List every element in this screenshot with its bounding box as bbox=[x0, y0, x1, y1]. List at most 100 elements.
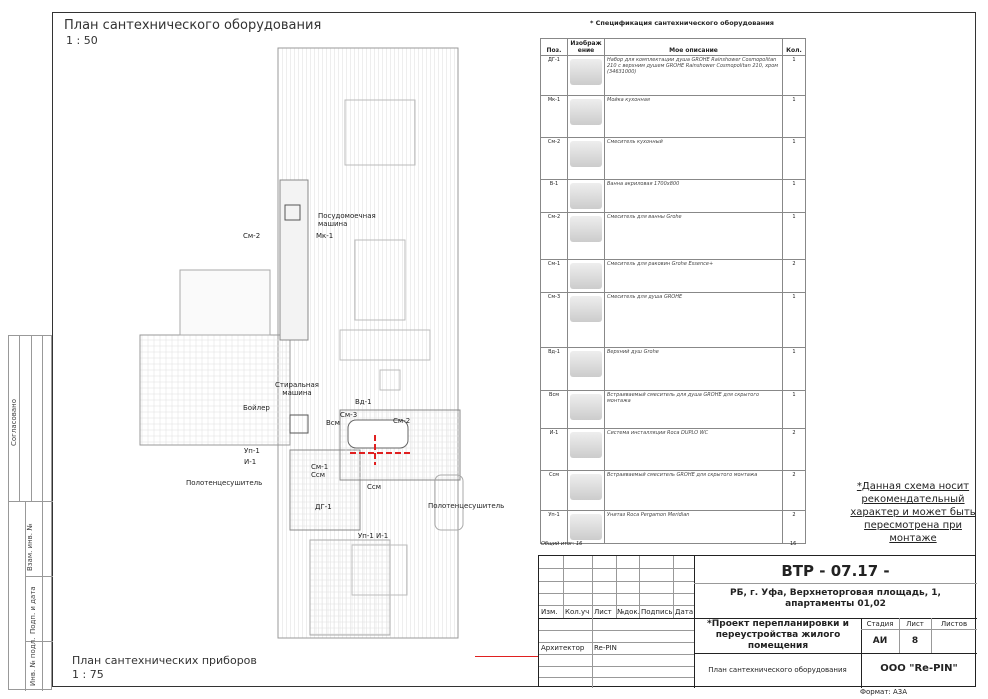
label-dg1: ДГ-1 bbox=[315, 503, 332, 511]
disclaimer-note: *Данная схема носит рекомендательный хар… bbox=[848, 480, 978, 545]
spec-pos: ДГ-1 bbox=[540, 55, 568, 96]
spec-total: 16 bbox=[790, 541, 797, 547]
col-kol: Кол.уч bbox=[565, 608, 590, 616]
col-izm: Изм. bbox=[541, 608, 558, 616]
spec-image bbox=[567, 55, 605, 96]
product-image bbox=[570, 432, 602, 458]
product-image bbox=[570, 351, 602, 377]
label-sm2a: См-2 bbox=[243, 232, 261, 240]
col-image: Изображение bbox=[567, 38, 605, 56]
drawing-frame bbox=[52, 12, 976, 687]
spec-image bbox=[567, 259, 605, 293]
spec-pos: См-3 bbox=[540, 292, 568, 348]
label-ssm2: Ссм bbox=[367, 483, 382, 491]
spec-desc: Смеситель для душа GROHE bbox=[604, 292, 783, 348]
address: РБ, г. Уфа, Верхнеторговая площадь, 1, а… bbox=[730, 588, 941, 609]
plan-scale-2: 1 : 75 bbox=[72, 668, 104, 681]
label-towel-dryer-2: Полотенцесушитель bbox=[428, 502, 505, 510]
col-list: Лист bbox=[594, 608, 612, 616]
spec-desc: Встраиваемый смеситель для душа GROHE дл… bbox=[604, 390, 783, 429]
project-name: *Проект перепланировки и переустройства … bbox=[707, 619, 849, 651]
spec-image bbox=[567, 179, 605, 213]
stage-label: Стадия bbox=[866, 620, 894, 628]
spec-image bbox=[567, 212, 605, 260]
col-ndok: №док. bbox=[617, 608, 640, 616]
product-image bbox=[570, 394, 602, 420]
spec-pos: Вд-1 bbox=[540, 347, 568, 391]
spec-desc: Верхний душ Grohe bbox=[604, 347, 783, 391]
product-image bbox=[570, 183, 602, 209]
spec-title: * Спецификация сантехнического оборудова… bbox=[590, 19, 774, 27]
label-ssm1: Ссм bbox=[311, 471, 326, 479]
spec-desc: Унитаз Roca Pergamon Meridian bbox=[604, 510, 783, 544]
spec-pos: См-2 bbox=[540, 212, 568, 260]
col-sign: Подпись bbox=[641, 608, 673, 616]
label-sm3: См-3 bbox=[340, 411, 358, 419]
spec-qty: 2 bbox=[782, 428, 806, 471]
spec-image bbox=[567, 510, 605, 544]
spec-image bbox=[567, 292, 605, 348]
spec-row: См-1 Смеситель для раковин Grohe Essence+… bbox=[540, 259, 806, 293]
label-boiler: Бойлер bbox=[243, 404, 270, 412]
spec-image bbox=[567, 137, 605, 180]
floor-plan bbox=[139, 47, 464, 639]
spec-qty: 1 bbox=[782, 179, 806, 213]
inv-podl-label: Инв. № подл. bbox=[29, 637, 37, 686]
spec-qty: 2 bbox=[782, 510, 806, 544]
plan-title-2: План сантехнических приборов bbox=[72, 654, 257, 667]
label-sm2b: См-2 bbox=[393, 417, 411, 425]
product-image bbox=[570, 474, 602, 500]
spec-image bbox=[567, 428, 605, 471]
spec-pos: Всм bbox=[540, 390, 568, 429]
spec-qty: 1 bbox=[782, 95, 806, 138]
spec-desc: Мойка кухонная bbox=[604, 95, 783, 138]
plan-title: План сантехнического оборудования bbox=[64, 18, 322, 33]
spec-desc: Смеситель кухонный bbox=[604, 137, 783, 180]
spec-image bbox=[567, 347, 605, 391]
spec-qty: 1 bbox=[782, 347, 806, 391]
label-vd1: Вд-1 bbox=[355, 398, 372, 406]
spec-qty: 1 bbox=[782, 137, 806, 180]
col-pos: Поз. bbox=[540, 38, 568, 56]
company: ООО "Re-PIN" bbox=[880, 663, 958, 674]
product-image bbox=[570, 216, 602, 242]
plan-scale: 1 : 50 bbox=[66, 34, 98, 47]
doc-code: ВТР - 07.17 - bbox=[781, 562, 890, 580]
spec-pos: Уп-1 bbox=[540, 510, 568, 544]
red-leader-line bbox=[475, 656, 538, 657]
spec-total-label: Общий итог: 16 bbox=[541, 541, 583, 547]
agreed-label: Согласовано bbox=[10, 398, 18, 446]
col-date: Дата bbox=[675, 608, 694, 616]
label-up1: Уп-1 bbox=[244, 447, 260, 455]
spec-desc: Система инсталляции Roca DUPLO WC bbox=[604, 428, 783, 471]
label-i1: И-1 bbox=[244, 458, 257, 466]
spec-pos: В-1 bbox=[540, 179, 568, 213]
spec-pos: Мк-1 bbox=[540, 95, 568, 138]
format-label: Формат: А3А bbox=[860, 688, 908, 696]
spec-qty: 2 bbox=[782, 470, 806, 511]
spec-pos: См-2 bbox=[540, 137, 568, 180]
spec-qty: 1 bbox=[782, 55, 806, 96]
spec-desc: Смеситель для раковин Grohe Essence+ bbox=[604, 259, 783, 293]
sheets-label: Листов bbox=[940, 620, 968, 628]
spec-desc: Набор для комплектации душа GROHE Rainsh… bbox=[604, 55, 783, 96]
sheet-label: Лист bbox=[906, 620, 924, 628]
spec-image bbox=[567, 95, 605, 138]
spec-row: ДГ-1 Набор для комплектации душа GROHE Ra… bbox=[540, 55, 806, 96]
spec-desc: Смеситель для ванны Grohe bbox=[604, 212, 783, 260]
side-stamp: Согласовано Взам. инв. № Подп. и дата Ин… bbox=[8, 335, 53, 691]
spec-qty: 1 bbox=[782, 212, 806, 260]
label-vsm: Всм bbox=[326, 419, 340, 427]
label-washer: Стиральная машина bbox=[275, 381, 319, 397]
architect-name: Re-PIN bbox=[594, 644, 617, 652]
spec-pos: См-1 bbox=[540, 259, 568, 293]
spec-row: Всм Встраиваемый смеситель для душа GROHE… bbox=[540, 390, 806, 429]
label-dishwasher: Посудомоечная машина bbox=[318, 212, 376, 228]
